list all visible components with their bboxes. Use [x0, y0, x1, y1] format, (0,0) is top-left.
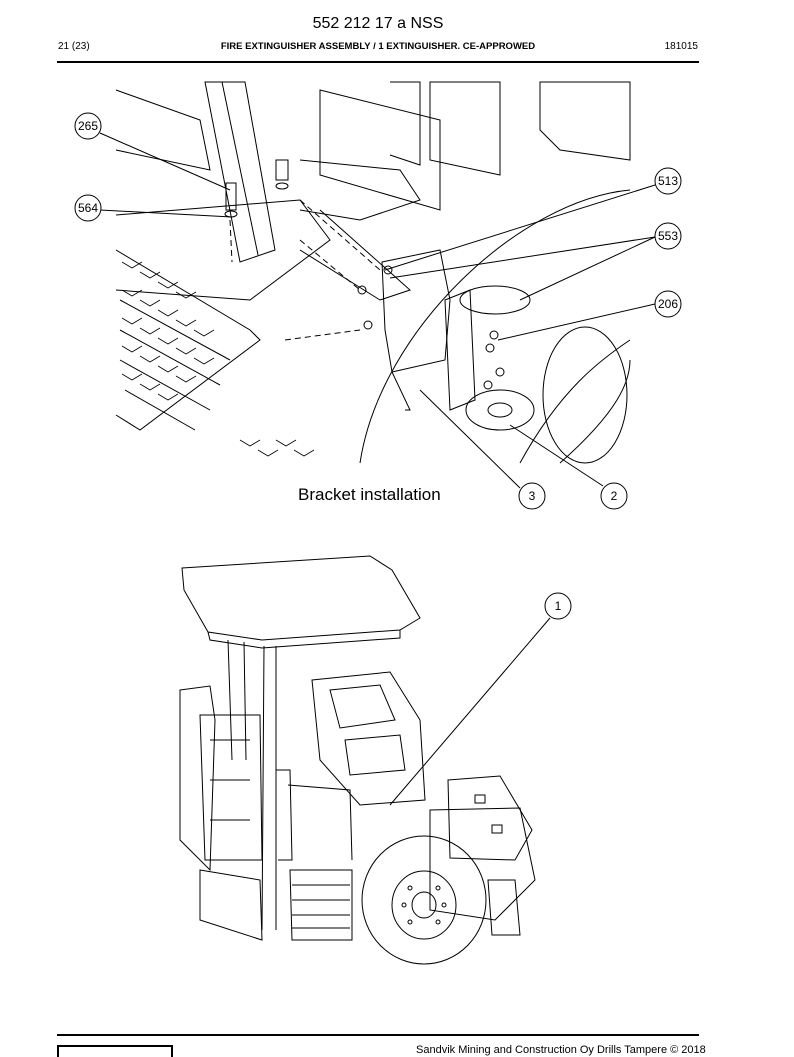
footer-rule [57, 1034, 699, 1036]
callout-206: 206 [658, 297, 678, 311]
sandvik-logo [57, 1045, 173, 1057]
callout-553: 553 [658, 229, 678, 243]
callout-3: 3 [529, 489, 536, 503]
document-title: FIRE EXTINGUISHER ASSEMBLY / 1 EXTINGUIS… [220, 41, 536, 52]
callout-564: 564 [78, 201, 98, 215]
machine-overview-drawing [179, 555, 551, 965]
footer-copyright: Sandvik Mining and Construction Oy Drill… [416, 1044, 706, 1056]
document-number: 552 212 17 a NSS [312, 15, 444, 32]
callout-513: 513 [658, 174, 678, 188]
header-rule [57, 61, 699, 63]
callout-2: 2 [611, 489, 618, 503]
callout-265: 265 [78, 119, 98, 133]
callout-1: 1 [555, 599, 562, 613]
page-number: 21 (23) [58, 41, 90, 52]
document-date: 181015 [664, 41, 698, 52]
figure-caption: Bracket installation [298, 485, 441, 504]
